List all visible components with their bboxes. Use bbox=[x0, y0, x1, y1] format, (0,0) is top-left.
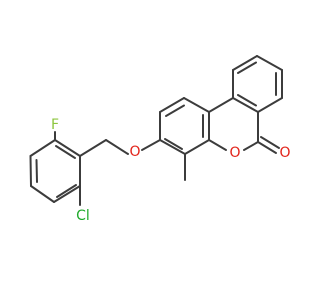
bond bbox=[257, 97, 283, 113]
bond bbox=[53, 185, 81, 203]
bond bbox=[55, 145, 76, 159]
bond bbox=[105, 139, 129, 155]
bond bbox=[165, 104, 185, 117]
chlorine-label: Cl bbox=[76, 208, 90, 224]
fluorine-label: F bbox=[51, 117, 59, 133]
bond bbox=[29, 139, 56, 157]
bond bbox=[79, 139, 107, 157]
bond bbox=[183, 97, 210, 113]
bond bbox=[184, 139, 210, 155]
bond bbox=[257, 141, 277, 154]
bond bbox=[208, 97, 234, 113]
bond bbox=[164, 138, 183, 150]
bond bbox=[141, 139, 161, 151]
bond bbox=[232, 97, 259, 113]
bond-lines bbox=[29, 55, 283, 206]
bond bbox=[159, 97, 185, 113]
bond bbox=[30, 185, 55, 203]
bond bbox=[232, 55, 258, 71]
atom-labels: F Cl O O O bbox=[51, 117, 291, 224]
carbonyl-oxygen-label: O bbox=[279, 145, 290, 161]
bond bbox=[237, 94, 257, 107]
bond bbox=[159, 139, 186, 155]
bond bbox=[237, 61, 257, 74]
bond bbox=[256, 55, 283, 71]
bond bbox=[29, 155, 32, 187]
bond bbox=[54, 139, 81, 157]
molecule-structure: F Cl O O O bbox=[29, 55, 291, 224]
bond bbox=[208, 139, 227, 151]
ring-oxygen-label: O bbox=[229, 145, 240, 161]
bond bbox=[56, 184, 77, 198]
bond bbox=[35, 159, 38, 183]
bond bbox=[243, 141, 259, 151]
ether-oxygen-label: O bbox=[129, 144, 140, 160]
bond bbox=[260, 136, 280, 149]
